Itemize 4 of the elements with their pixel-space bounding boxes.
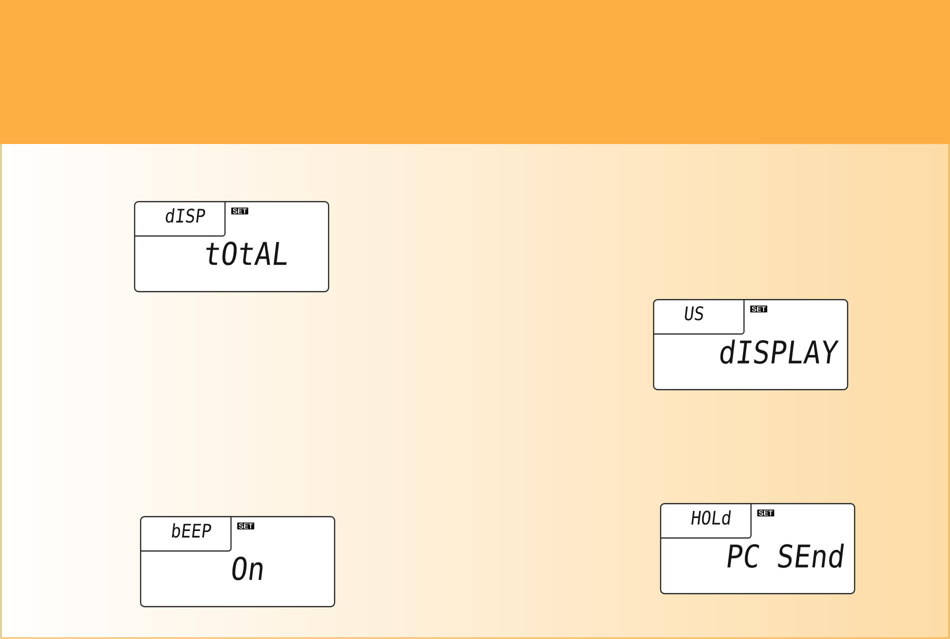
display-tab: US <box>654 299 745 335</box>
display-tab: bEEP <box>141 516 232 552</box>
display-tab: dISP <box>135 201 226 237</box>
display-tab: HOLd <box>661 503 752 539</box>
